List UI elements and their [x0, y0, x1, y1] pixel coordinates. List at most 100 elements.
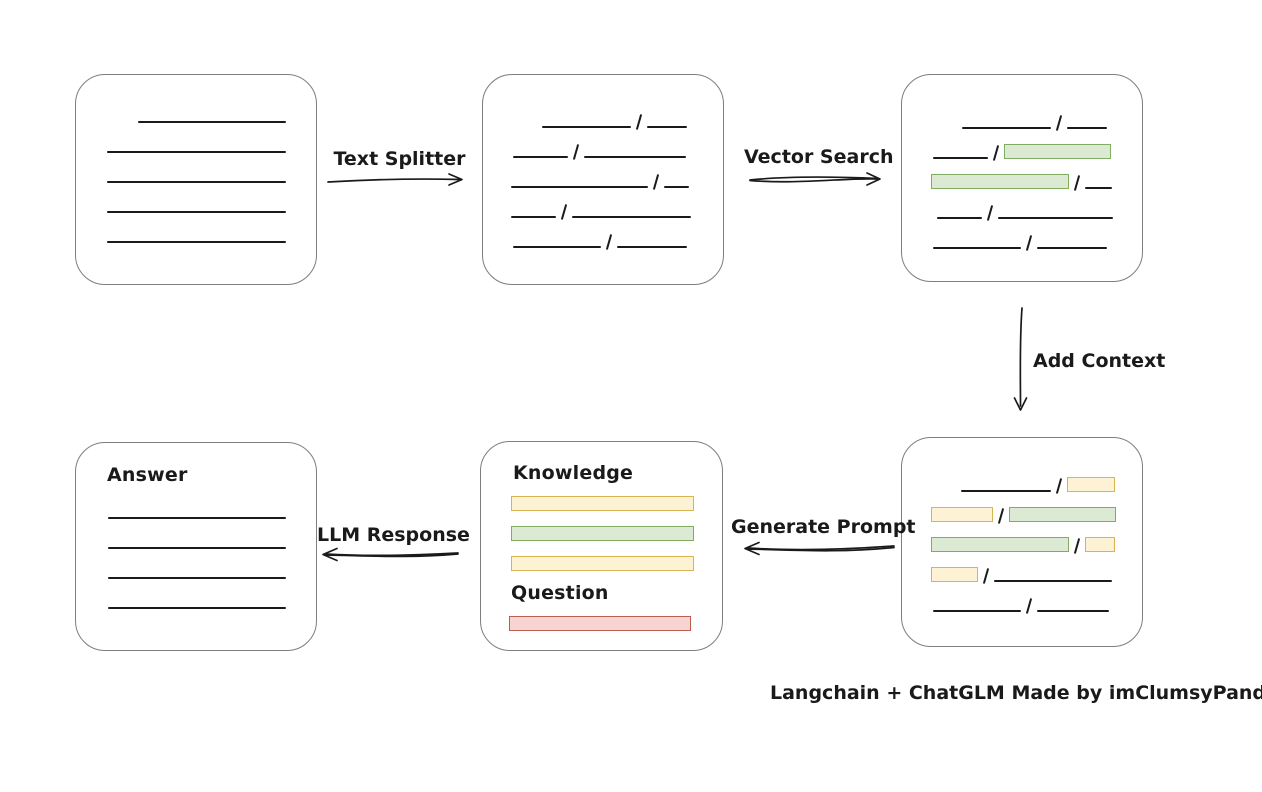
chunk-row	[931, 596, 1116, 614]
chunk-row	[931, 566, 1116, 584]
split-text-node	[482, 74, 724, 285]
text-line	[513, 246, 601, 248]
yellow-chunk	[931, 507, 993, 522]
yellow-chunk	[511, 496, 694, 511]
search-result-chunks	[931, 113, 1113, 263]
chunk-row	[108, 533, 286, 549]
chunk-row	[509, 615, 691, 631]
knowledge-bars	[511, 495, 694, 585]
text-line	[933, 247, 1021, 249]
diagram-caption: Langchain + ChatGLM Made by imClumsyPand…	[770, 682, 1262, 704]
yellow-chunk	[1085, 537, 1115, 552]
chunk-row	[931, 536, 1116, 554]
text-line	[1037, 247, 1107, 249]
text-line	[108, 577, 286, 579]
slash-mark	[1055, 115, 1063, 131]
chunk-row	[107, 167, 286, 183]
green-chunk	[931, 174, 1069, 189]
chunk-row	[931, 233, 1113, 251]
text-line	[108, 517, 286, 519]
text-line	[107, 151, 286, 153]
chunk-row	[108, 593, 286, 609]
text-line	[511, 216, 556, 218]
text-line	[108, 547, 286, 549]
spacer	[931, 128, 962, 129]
chunk-row	[107, 107, 286, 123]
document-node	[75, 74, 317, 285]
text-splitter-label: Text Splitter	[333, 148, 466, 170]
text-line	[937, 217, 982, 219]
text-line	[961, 490, 1051, 492]
text-line	[1067, 127, 1107, 129]
slash-mark	[992, 145, 1000, 161]
add-context-label: Add Context	[1033, 350, 1166, 372]
text-line	[998, 217, 1113, 219]
green-chunk	[511, 526, 694, 541]
llm-response-arrow	[322, 547, 459, 562]
slash-mark	[1025, 235, 1033, 251]
slash-mark	[1025, 598, 1033, 614]
chunk-row	[107, 137, 286, 153]
slash-mark	[982, 568, 990, 584]
chunk-row	[511, 232, 691, 250]
text-line	[962, 127, 1051, 129]
text-line	[107, 181, 286, 183]
chunk-row	[511, 495, 694, 511]
slash-mark	[1073, 538, 1081, 554]
slash-mark	[635, 114, 643, 130]
yellow-chunk	[511, 556, 694, 571]
chunk-row	[108, 563, 286, 579]
slash-mark	[605, 234, 613, 250]
chunk-row	[511, 172, 691, 190]
knowledge-label: Knowledge	[513, 462, 634, 484]
text-line	[138, 121, 286, 123]
text-line	[933, 610, 1021, 612]
chunk-row	[931, 173, 1113, 191]
prompt-node: Knowledge Question	[480, 441, 723, 651]
text-splitter-arrow	[327, 173, 463, 186]
context-result-chunks	[931, 476, 1116, 626]
slash-mark	[986, 205, 994, 221]
text-line	[617, 246, 687, 248]
chunk-row	[931, 113, 1113, 131]
chunk-row	[108, 503, 286, 519]
text-line	[572, 216, 691, 218]
text-line	[107, 241, 286, 243]
chunk-row	[511, 555, 694, 571]
green-chunk	[1009, 507, 1116, 522]
answer-node: Answer	[75, 442, 317, 651]
spacer	[511, 127, 542, 128]
red-chunk	[509, 616, 691, 631]
chunk-row	[931, 143, 1113, 161]
chunk-row	[107, 227, 286, 243]
slash-mark	[560, 204, 568, 220]
spacer	[107, 122, 138, 123]
text-line	[664, 186, 689, 188]
question-bar	[509, 615, 691, 645]
generate-prompt-label: Generate Prompt	[731, 516, 916, 538]
chunk-row	[511, 112, 691, 130]
text-line	[1037, 610, 1109, 612]
spacer	[931, 491, 961, 492]
yellow-chunk	[1067, 477, 1115, 492]
context-result-node	[901, 437, 1143, 647]
chunk-row	[931, 476, 1116, 494]
text-line	[108, 607, 286, 609]
yellow-chunk	[931, 567, 978, 582]
split-text-chunks	[511, 112, 691, 262]
slash-mark	[572, 144, 580, 160]
slash-mark	[1055, 478, 1063, 494]
document-lines	[107, 107, 286, 257]
chunk-row	[511, 142, 691, 160]
chunk-row	[511, 202, 691, 220]
chunk-row	[931, 506, 1116, 524]
search-result-node	[901, 74, 1143, 282]
slash-mark	[1073, 175, 1081, 191]
answer-label: Answer	[107, 464, 188, 486]
text-line	[107, 211, 286, 213]
question-label: Question	[511, 582, 609, 604]
text-line	[933, 157, 988, 159]
text-line	[1085, 187, 1112, 189]
answer-lines	[108, 503, 286, 623]
text-line	[542, 126, 631, 128]
